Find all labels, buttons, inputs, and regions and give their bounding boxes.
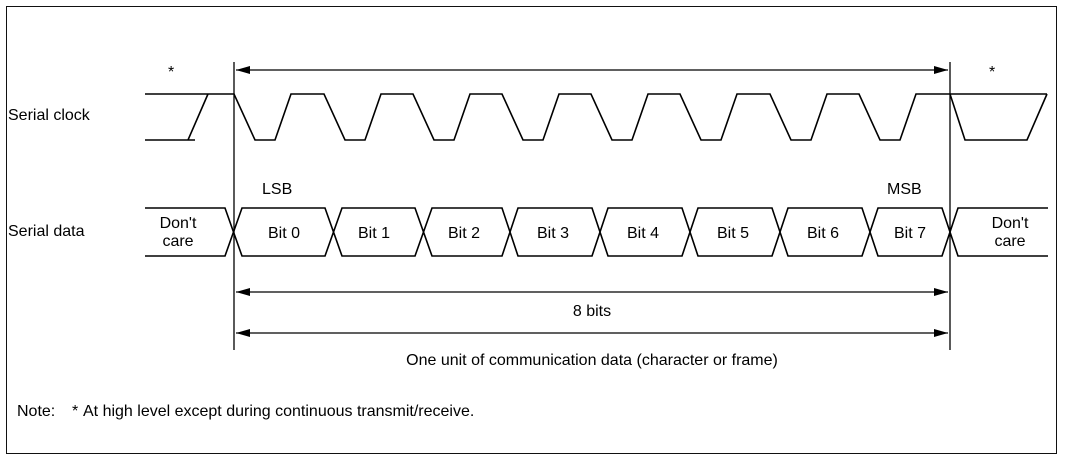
eight-bits-arrow bbox=[236, 288, 948, 296]
bit-6-cell: Bit 6 bbox=[807, 225, 839, 242]
serial-clock-waveform bbox=[145, 93, 1048, 141]
trail-dont-care-line1: Don't bbox=[992, 215, 1029, 232]
msb-label: MSB bbox=[887, 181, 922, 198]
asterisk-right: * bbox=[989, 64, 995, 81]
note-text: At high level except during continuous t… bbox=[83, 403, 474, 420]
serial-clock-label: Serial clock bbox=[8, 107, 91, 124]
unit-label: One unit of communication data (characte… bbox=[406, 352, 778, 369]
bit-4-cell: Bit 4 bbox=[627, 225, 659, 242]
eight-bits-label: 8 bits bbox=[573, 303, 611, 320]
diagram-frame bbox=[6, 6, 1057, 454]
serial-data-waveform bbox=[145, 207, 1048, 257]
bit-7-cell: Bit 7 bbox=[894, 225, 926, 242]
note-asterisk: * bbox=[72, 403, 78, 420]
bit-2-cell: Bit 2 bbox=[448, 225, 480, 242]
asterisk-left: * bbox=[168, 64, 174, 81]
trail-dont-care-line2: care bbox=[994, 233, 1025, 250]
bit-3-cell: Bit 3 bbox=[537, 225, 569, 242]
lead-dont-care-line2: care bbox=[162, 233, 193, 250]
data-cells: Don't care Bit 0 Bit 1 Bit 2 Bit 3 Bit 4… bbox=[160, 215, 1029, 250]
lead-dont-care-line1: Don't bbox=[160, 215, 197, 232]
lsb-label: LSB bbox=[262, 181, 292, 198]
note-label: Note: bbox=[17, 403, 55, 420]
frame-span-arrow bbox=[236, 66, 948, 74]
unit-span-arrow bbox=[236, 329, 948, 337]
serial-data-label: Serial data bbox=[8, 223, 85, 240]
bit-0-cell: Bit 0 bbox=[268, 225, 300, 242]
bit-1-cell: Bit 1 bbox=[358, 225, 390, 242]
bit-5-cell: Bit 5 bbox=[717, 225, 749, 242]
